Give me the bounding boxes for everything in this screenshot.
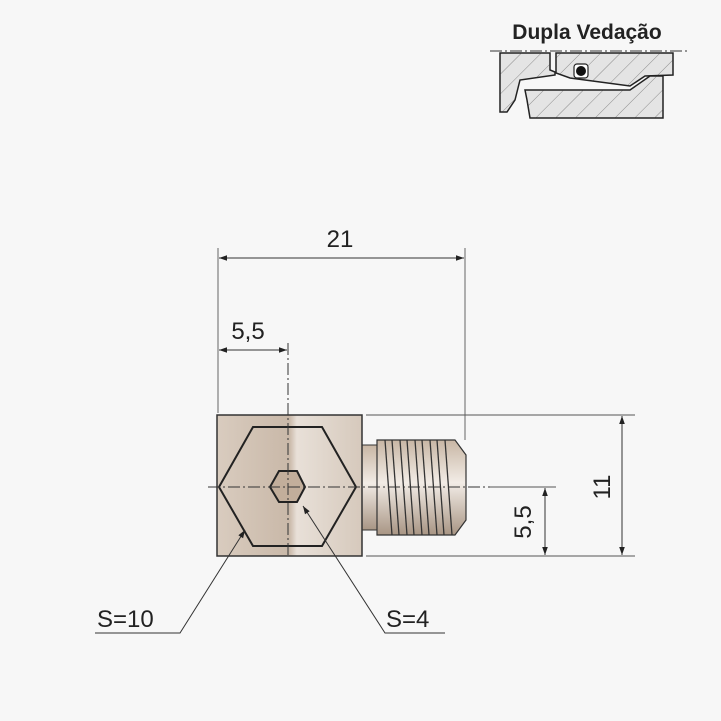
- dim-11-label: 11: [589, 475, 616, 500]
- dim-5-5-top-label: 5,5: [231, 318, 264, 345]
- o-ring-icon: [576, 66, 586, 76]
- dimension-hex-offset: 5,5: [219, 318, 287, 353]
- callout-inner-hex: S=4: [302, 505, 445, 634]
- dimension-height: 11: [589, 416, 625, 555]
- callout-s4-label: S=4: [386, 606, 429, 633]
- dim-5-5-right-label: 5,5: [510, 505, 537, 538]
- dimension-center-height: 5,5: [510, 488, 548, 555]
- callout-outer-hex: S=10: [95, 529, 246, 634]
- callout-s10-label: S=10: [97, 606, 154, 633]
- fitting-part: [216, 414, 467, 557]
- dimension-overall-length: 21: [219, 226, 464, 261]
- inset-title: Dupla Vedação: [512, 21, 661, 44]
- dim-21-label: 21: [327, 226, 354, 253]
- thread: [376, 439, 467, 536]
- double-seal-inset: Dupla Vedação: [490, 21, 690, 119]
